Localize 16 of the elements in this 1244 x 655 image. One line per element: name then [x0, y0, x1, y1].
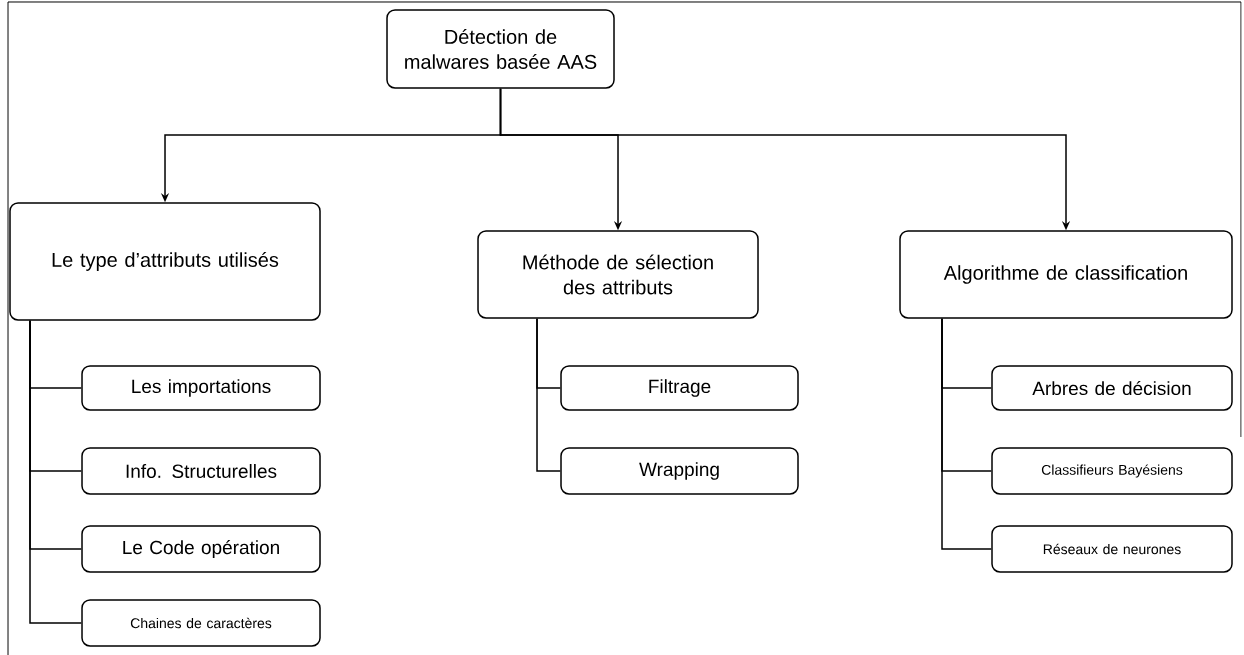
root-box: Détection de malwares basée AAS [386, 9, 615, 89]
connector-line [536, 318, 561, 472]
category-box: Méthode de sélection des attributs [477, 230, 759, 319]
category-box: Algorithme de classification [899, 230, 1233, 319]
item-box: Chaines de caractères [81, 599, 321, 647]
item-box: Réseaux de neurones [991, 525, 1233, 573]
item-box: Le Code opération [81, 525, 321, 573]
connector-line [29, 320, 82, 624]
item-box: Les importations [81, 365, 321, 411]
item-box: Info. Structurelles [81, 447, 321, 495]
item-box: Classifieurs Bayésiens [991, 447, 1233, 495]
item-box: Arbres de décision [991, 365, 1233, 411]
connector-line [941, 318, 992, 550]
item-box: Filtrage [560, 365, 799, 411]
item-box: Wrapping [560, 447, 799, 495]
category-box: Le type d’attributs utilisés [9, 202, 321, 321]
